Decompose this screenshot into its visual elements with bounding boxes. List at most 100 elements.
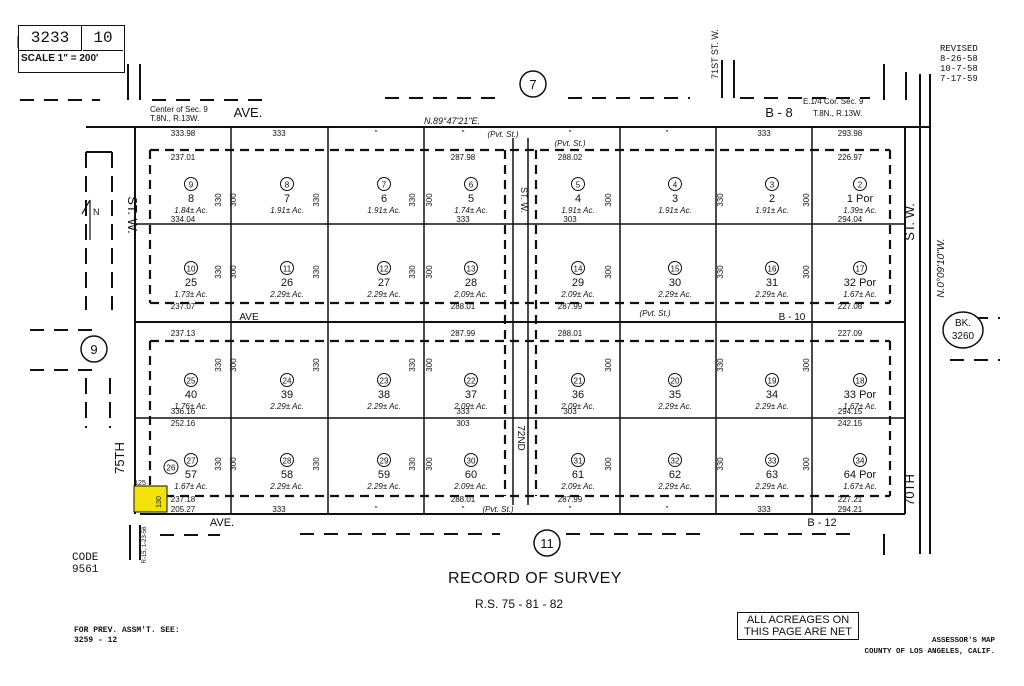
map-scale: SCALE 1" = 200' (21, 53, 99, 64)
dimension-330: 330 (214, 265, 223, 279)
book-ref-label: BK. (955, 318, 971, 329)
parcel-circle (280, 453, 294, 467)
parcel-circle (668, 177, 682, 191)
parcel-acreage: 2.09± Ac. (453, 402, 487, 411)
parcel-acreage: 2.29± Ac. (366, 482, 400, 491)
revision-dates: REVISED 8-26-58 10-7-58 7-17-59 (940, 44, 978, 84)
parcel-circle (184, 453, 198, 467)
parcel-map-number: 17 (856, 265, 865, 274)
parcel: 541.91± Ac. (561, 177, 595, 215)
dimension-bottom-line: 288.01 (451, 495, 476, 504)
revised-date: 7-17-59 (940, 74, 978, 84)
parcel-map-number: 5 (576, 181, 581, 190)
parcel-acreage: 2.29± Ac. (657, 482, 691, 491)
corner-note-east: E.1/4 Cor. Sec. 9 (803, 97, 864, 106)
parcel-map-number: 33 (768, 457, 777, 466)
parcel-circle (377, 177, 391, 191)
parcel-map-number: 31 (574, 457, 583, 466)
parcel-lot-number: 38 (378, 389, 390, 401)
corner-note-east: T.8N., R.13W. (813, 109, 862, 118)
parcel: 13 282.09± Ac. (453, 261, 488, 299)
parcel-acreage: 2.29± Ac. (754, 482, 788, 491)
street-label-ave-mid: AVE (239, 312, 259, 323)
revised-date: 8-26-58 (940, 54, 978, 64)
street-label-pvt-top: (Pvt. St.) (487, 130, 518, 139)
parcel-circle (668, 373, 682, 387)
street-label-pvt-bottom: (Pvt. St.) (482, 505, 513, 514)
street-label-71st: 71ST ST. W. (710, 29, 720, 79)
dimension-bottom-street: 333 (757, 505, 771, 514)
parcel-map-number: 22 (467, 377, 476, 386)
parcel-lot-number: 28 (465, 277, 477, 289)
parcel-map-number: 11 (283, 265, 292, 274)
parcel-lot-number: 57 (185, 469, 197, 481)
parcel-acreage: 2.09± Ac. (453, 290, 487, 299)
dimension-300: 300 (604, 358, 613, 372)
parcel-circle (377, 373, 391, 387)
parcel-lot-number: 32 Por (844, 277, 877, 289)
assessor-line2: COUNTY OF LOS ANGELES, CALIF. (864, 648, 995, 656)
parcel-map-number: 30 (467, 457, 476, 466)
street-label-ave-bottom: AVE. (210, 517, 234, 529)
dimension-row1-top: 287.98 (451, 153, 476, 162)
parcel-lot-number: 30 (669, 277, 681, 289)
private-street-center (512, 138, 529, 505)
dimension-mid-bottom: 227.09 (838, 329, 863, 338)
dimension-330: 330 (214, 193, 223, 207)
assessor-credit: ASSESSOR'S MAP COUNTY OF LOS ANGELES, CA… (855, 636, 995, 658)
parcel-circle (464, 373, 478, 387)
street-label-b12: B - 12 (807, 517, 836, 529)
rs-number: R.S. 75 - 81 - 82 (475, 597, 564, 611)
parcel-circle (464, 177, 478, 191)
dimension-mid-bottom: 237.13 (171, 329, 196, 338)
dimension-300: 300 (802, 358, 811, 372)
dimension-330: 330 (312, 457, 321, 471)
dimension-top-street: 333 (757, 129, 771, 138)
acreage-note-line1: ALL ACREAGES ON (746, 614, 850, 626)
parcel-circle (280, 373, 294, 387)
dimension-row1-bottom: 303 (563, 215, 577, 224)
parcel-lot-number: 64 Por (844, 469, 877, 481)
parcel-map-number: 6 (469, 181, 474, 190)
parcel-acreage: 1.39± Ac. (843, 206, 876, 215)
easement-dashes (148, 148, 892, 498)
parcel-circle (377, 453, 391, 467)
dimension-300: 300 (425, 457, 434, 471)
parcel-map-number: 8 (285, 181, 290, 190)
dimension-row1-bottom: 333 (456, 215, 470, 224)
parcel-lot-number: 3 (672, 193, 678, 205)
parcel-map-number: 12 (380, 265, 389, 274)
dimension-top-street: " (375, 129, 378, 138)
dimension-top-street: " (666, 129, 669, 138)
parcel: 321.91± Ac. (755, 177, 789, 215)
section-circle-top: 7 (519, 70, 547, 98)
dimension-330: 330 (312, 265, 321, 279)
section-circle-bottom: 11 (533, 529, 561, 557)
parcel-map-number: 26 (167, 464, 176, 473)
parcel-acreage: 1.76± Ac. (174, 402, 207, 411)
parcel-acreage: 2.29± Ac. (366, 402, 400, 411)
parcel-lot-number: 62 (669, 469, 681, 481)
dimension-row1-top: 288.02 (558, 153, 583, 162)
parcel-lot-number: 6 (381, 193, 387, 205)
revised-date: 10-7-58 (940, 64, 978, 74)
parcel-map-number: 34 (856, 457, 865, 466)
dimension-330: 330 (312, 358, 321, 372)
parcel-circle (377, 261, 391, 275)
parcel-acreage: 1.91± Ac. (270, 206, 303, 215)
parcel-acreage: 1.91± Ac. (367, 206, 400, 215)
parcel-map-number: 13 (467, 265, 476, 274)
dimension-mid-bottom: 288.01 (558, 329, 583, 338)
parcel-map-number: 19 (768, 377, 777, 386)
parcel-acreage: 2.29± Ac. (269, 482, 303, 491)
